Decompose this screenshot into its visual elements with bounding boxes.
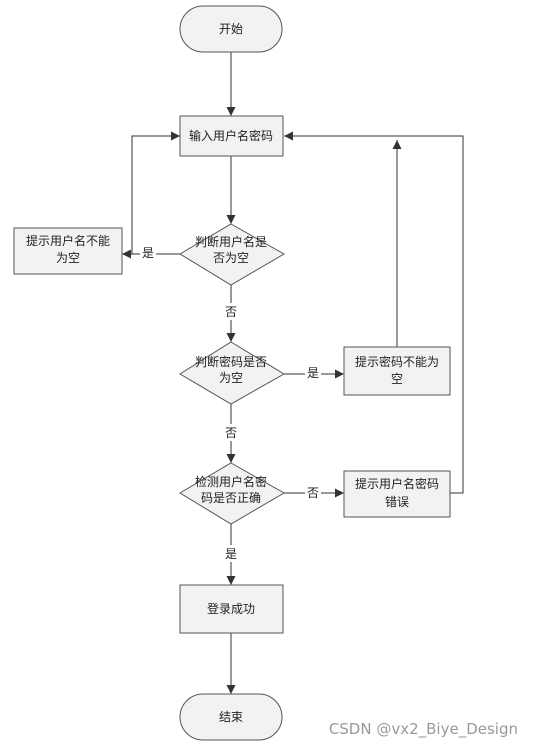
login-success-node: 登录成功 — [179, 584, 284, 634]
edge-prompt-user-back-to-input — [131, 131, 180, 254]
prompt-user-empty-line2: 为空 — [56, 251, 80, 265]
check-credentials-line2: 码是否正确 — [201, 491, 261, 505]
prompt-wrong-line2: 错误 — [385, 495, 409, 509]
prompt-pwd-empty-line1: 提示密码不能为 — [355, 354, 439, 369]
input-node: 输入用户名密码 — [179, 115, 284, 157]
check-credentials-node: 检测用户名密 码是否正确 — [179, 462, 286, 525]
end-node: 结束 — [179, 693, 283, 741]
check-pwd-empty-line1: 判断密码是否 — [195, 354, 267, 369]
prompt-user-empty-node: 提示用户名不能 为空 — [13, 227, 123, 275]
check-user-empty-line2: 否为空 — [213, 251, 249, 265]
prompt-wrong-node: 提示用户名密码 错误 — [343, 470, 451, 518]
edge-labels: 是 否 是 否 否 是 — [140, 244, 321, 562]
end-label: 结束 — [219, 710, 243, 724]
edge-prompt-wrong-back-to-input — [284, 131, 464, 494]
check-user-empty-line1: 判断用户名是 — [195, 234, 267, 249]
start-label: 开始 — [219, 22, 243, 36]
check-pwd-empty-node: 判断密码是否 为空 — [179, 341, 285, 405]
label-cred-wrong: 否 — [307, 486, 319, 500]
login-success-label: 登录成功 — [207, 601, 255, 616]
prompt-wrong-line1: 提示用户名密码 — [355, 476, 439, 491]
start-node: 开始 — [179, 5, 283, 53]
label-user-empty-yes: 是 — [142, 246, 154, 260]
check-credentials-line1: 检测用户名密 — [195, 474, 267, 489]
watermark: CSDN @vx2_Biye_Design — [329, 720, 518, 739]
label-user-empty-no: 否 — [225, 305, 237, 319]
label-pwd-empty-no: 否 — [225, 426, 237, 440]
check-user-empty-node: 判断用户名是 否为空 — [179, 223, 286, 286]
check-pwd-empty-line2: 为空 — [219, 371, 243, 385]
input-label: 输入用户名密码 — [189, 128, 273, 143]
label-cred-right: 是 — [225, 547, 237, 561]
prompt-pwd-empty-line2: 空 — [391, 372, 403, 386]
prompt-user-empty-line1: 提示用户名不能 — [26, 233, 110, 248]
prompt-pwd-empty-node: 提示密码不能为 空 — [343, 346, 451, 396]
label-pwd-empty-yes: 是 — [307, 366, 319, 380]
